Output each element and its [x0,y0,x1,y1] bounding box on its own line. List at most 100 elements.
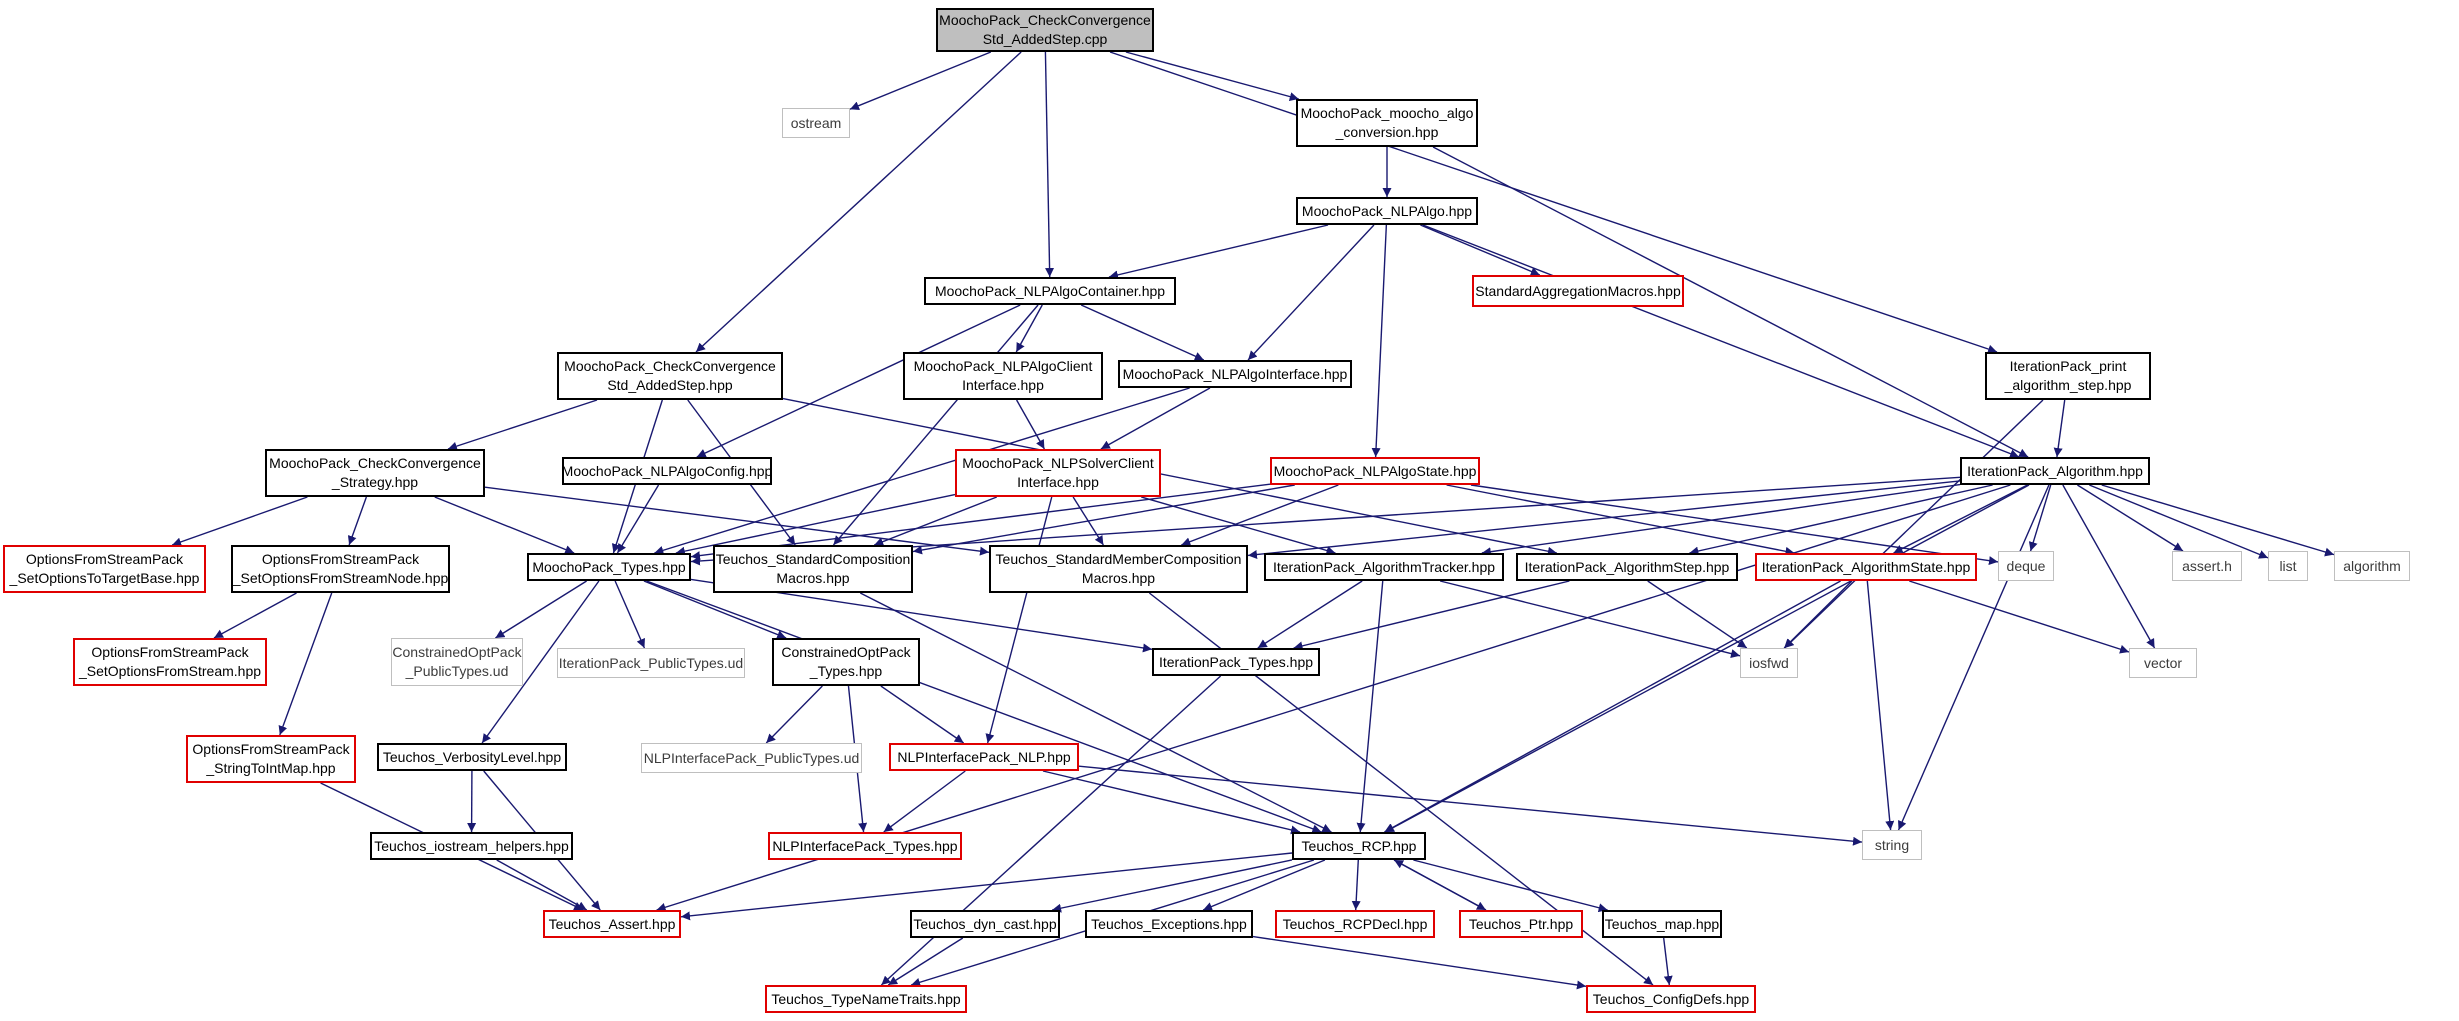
edge-algtracker-to-itpack_types [1257,580,1363,649]
edge-algstep-to-iosfwd [1647,580,1748,649]
graph-node-label: OptionsFromStreamPack _SetOptionsFromStr… [78,644,262,679]
edge-stdcompmacros-to-rcp [859,592,1332,833]
graph-node-itpack-types[interactable]: IterationPack_Types.hpp [1152,648,1320,676]
graph-node-label: Teuchos_map.hpp [1604,915,1720,932]
graph-node-dyncast[interactable]: Teuchos_dyn_cast.hpp [910,910,1060,938]
graph-node-label: Teuchos_iostream_helpers.hpp [374,837,569,854]
graph-node-label: OptionsFromStreamPack _SetOptionsFromStr… [232,551,449,586]
graph-node-algtracker[interactable]: IterationPack_AlgorithmTracker.hpp [1264,553,1504,581]
edge-mp_types-to-itpack_public [614,580,646,649]
edge-nlpalgocontainer-to-nlpalgointerface [1080,304,1205,361]
graph-node-label: MoochoPack_CheckConvergence _Strategy.hp… [269,455,481,490]
edge-itpack_algorithm-to-deque [2028,484,2052,552]
graph-node-nlpalgocontainer[interactable]: MoochoPack_NLPAlgoContainer.hpp [924,277,1176,305]
graph-node-stdmembermacros[interactable]: Teuchos_StandardMemberComposition Macros… [989,545,1248,593]
edge-itpack_print-to-itpack_algorithm [2053,399,2066,458]
graph-node-nlpalgoconfig[interactable]: MoochoPack_NLPAlgoConfig.hpp [562,457,772,485]
graph-node-label: IterationPack_AlgorithmState.hpp [1761,558,1971,575]
graph-node-ostream: ostream [782,108,850,138]
edge-mp_types-to-verbosity [481,580,600,744]
edge-root-to-itpack_print [1109,51,1998,354]
graph-node-stdcompmacros[interactable]: Teuchos_StandardComposition Macros.hpp [713,545,913,593]
graph-node-nlpi-types[interactable]: NLPInterfacePack_Types.hpp [768,832,962,860]
graph-node-typenametraits[interactable]: Teuchos_TypeNameTraits.hpp [765,985,967,1013]
edge-nlpalgo-to-stdaggmacros [1420,224,1541,276]
graph-node-label: OptionsFromStreamPack _StringToIntMap.hp… [192,741,350,776]
graph-node-rcpdecl[interactable]: Teuchos_RCPDecl.hpp [1275,910,1435,938]
graph-node-ccstd-hpp[interactable]: MoochoPack_CheckConvergence Std_AddedSte… [557,352,783,400]
graph-node-iosfwd: iosfwd [1740,648,1798,678]
graph-node-label: MoochoPack_NLPAlgoContainer.hpp [934,282,1166,299]
edge-nlpalgostate-to-stdmembermacros [1181,484,1339,546]
graph-node-nlpalgo[interactable]: MoochoPack_NLPAlgo.hpp [1296,197,1478,225]
graph-node-moocho-algo-conv[interactable]: MoochoPack_moocho_algo _conversion.hpp [1296,99,1478,147]
graph-node-label: ConstrainedOptPack _PublicTypes.ud [392,644,522,679]
graph-node-label: MoochoPack_CheckConvergence Std_AddedSte… [564,358,776,393]
edge-rcp-to-assert [680,852,1293,921]
graph-node-label: ostream [790,114,842,131]
edge-cc_strategy-to-stdmembermacros [484,486,990,556]
graph-node-nlpalgostate[interactable]: MoochoPack_NLPAlgoState.hpp [1270,457,1480,485]
graph-node-ofs-stringtoint[interactable]: OptionsFromStreamPack _StringToIntMap.hp… [186,735,356,783]
edge-exceptions-to-configdefs [1252,935,1587,990]
graph-node-label: NLPInterfacePack_NLP.hpp [897,748,1071,765]
edge-copt_types-to-nlpi_public [765,685,823,744]
edge-rcp-to-rcpdecl [1351,859,1361,911]
edge-itpack_algorithm-to-list [2089,484,2269,559]
graph-node-nlpi-nlp[interactable]: NLPInterfacePack_NLP.hpp [889,743,1079,771]
graph-node-label: string [1874,836,1910,853]
graph-node-vector: vector [2129,648,2197,678]
graph-node-label: MoochoPack_NLPAlgo.hpp [1301,202,1473,219]
graph-node-ofs-setnode[interactable]: OptionsFromStreamPack _SetOptionsFromStr… [231,545,450,593]
edge-copt_types-to-nlpi_nlp [880,685,965,744]
graph-node-assert[interactable]: Teuchos_Assert.hpp [543,910,681,938]
graph-node-exceptions[interactable]: Teuchos_Exceptions.hpp [1085,910,1253,938]
edge-root-to-ostream [849,51,992,110]
graph-node-map[interactable]: Teuchos_map.hpp [1602,910,1722,938]
graph-node-label: ConstrainedOptPack _Types.hpp [781,644,911,679]
graph-node-itpack-algorithm[interactable]: IterationPack_Algorithm.hpp [1960,457,2150,485]
edge-algstate-to-rcp [1384,580,1841,833]
edge-nlpsolverclient-to-mp_types [675,493,956,556]
graph-node-label: IterationPack_AlgorithmStep.hpp [1524,558,1730,575]
graph-node-nlpalgointerface[interactable]: MoochoPack_NLPAlgoInterface.hpp [1118,360,1352,388]
edge-mp_types-to-rcp [646,580,1322,834]
edge-itpack_algorithm-to-algtracker [1481,483,1961,557]
graph-node-cc-strategy[interactable]: MoochoPack_CheckConvergence _Strategy.hp… [265,449,485,497]
graph-node-nlpalgoclient[interactable]: MoochoPack_NLPAlgoClient Interface.hpp [903,352,1103,400]
graph-node-algorithm: algorithm [2334,551,2410,581]
edge-ofs_setnode-to-ofs_setfromstream [213,592,297,639]
graph-node-label: deque [2006,557,2046,574]
graph-node-verbosity[interactable]: Teuchos_VerbosityLevel.hpp [377,743,567,771]
graph-node-iostream-helpers[interactable]: Teuchos_iostream_helpers.hpp [370,832,573,860]
graph-node-copt-types[interactable]: ConstrainedOptPack _Types.hpp [772,638,920,686]
graph-node-label: Teuchos_dyn_cast.hpp [913,915,1057,932]
graph-node-configdefs[interactable]: Teuchos_ConfigDefs.hpp [1586,985,1756,1013]
graph-node-ofs-setfromstream[interactable]: OptionsFromStreamPack _SetOptionsFromStr… [73,638,267,686]
graph-node-asserth: assert.h [2172,551,2242,581]
graph-node-mp-types[interactable]: MoochoPack_Types.hpp [527,553,691,581]
edge-nlpalgoconfig-to-mp_types [616,484,660,554]
graph-node-ofs-settarget[interactable]: OptionsFromStreamPack _SetOptionsToTarge… [3,545,206,593]
graph-node-algstep[interactable]: IterationPack_AlgorithmStep.hpp [1516,553,1738,581]
graph-node-ptr[interactable]: Teuchos_Ptr.hpp [1459,910,1583,938]
graph-node-rcp[interactable]: Teuchos_RCP.hpp [1292,832,1426,860]
graph-node-string: string [1862,830,1922,860]
edge-algstate-to-string [1866,580,1895,831]
graph-node-label: MoochoPack_NLPAlgoClient Interface.hpp [913,358,1093,393]
edge-nlpi_nlp-to-rcp [1042,770,1301,835]
graph-node-nlpsolverclient[interactable]: MoochoPack_NLPSolverClient Interface.hpp [955,449,1161,497]
graph-node-stdaggmacros[interactable]: StandardAggregationMacros.hpp [1472,275,1684,307]
graph-node-copt-public: ConstrainedOptPack _PublicTypes.ud [391,638,523,686]
graph-node-itpack-print[interactable]: IterationPack_print _algorithm_step.hpp [1985,352,2151,400]
edge-ptr-to-rcp [1393,859,1487,911]
edge-itpack_algorithm-to-vector [2062,484,2156,649]
edge-ofs_setnode-to-ofs_stringtoint [278,592,333,736]
edge-dyncast-to-typenametraits [887,937,964,986]
graph-node-itpack-public: IterationPack_PublicTypes.ud [557,648,745,678]
graph-node-label: MoochoPack_Types.hpp [532,558,686,575]
edge-itpack_algorithm-to-algorithm [2101,484,2335,557]
edge-rcp-to-map [1413,859,1608,913]
graph-node-algstate[interactable]: IterationPack_AlgorithmState.hpp [1755,553,1977,581]
edge-itpack_algorithm-to-rcp [1384,484,2030,833]
